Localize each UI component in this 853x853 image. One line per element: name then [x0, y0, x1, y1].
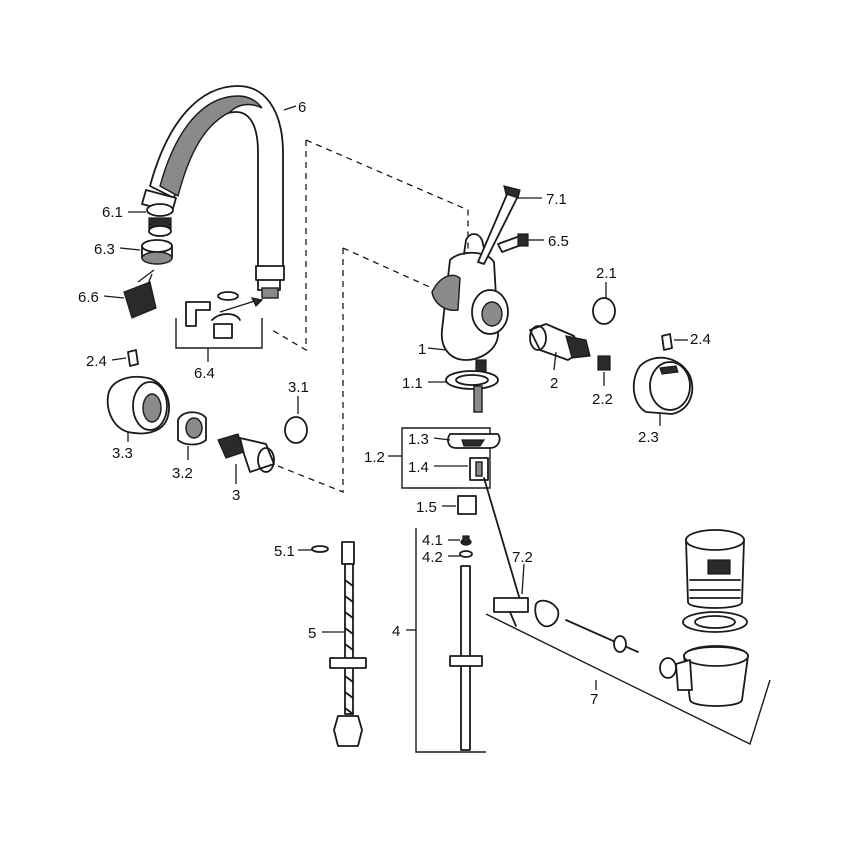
callout-6: 6: [298, 99, 306, 116]
aerator-parts-6-1-6-3-6-6: [123, 203, 174, 319]
callout-7-1: 7.1: [546, 191, 567, 208]
callout-2-3: 2.3: [638, 429, 659, 446]
callout-3-1: 3.1: [288, 379, 309, 396]
handle-part-2-3: [632, 356, 694, 415]
callout-6-5: 6.5: [548, 233, 569, 250]
sleeve-part-3-2: [177, 411, 207, 446]
callout-3: 3: [232, 487, 240, 504]
adapter-part-2-2: [597, 355, 611, 371]
callout-labels: 6 6.1 6.3 6.6 6.4 7.1 6.5 2.1 2.4 2.4 1 …: [78, 99, 711, 708]
callout-2-1: 2.1: [596, 265, 617, 282]
callout-1-5: 1.5: [416, 499, 437, 516]
callout-1-4: 1.4: [408, 459, 429, 476]
disc-part-2-1: [592, 297, 616, 325]
callout-leader-lines: [103, 105, 688, 690]
callout-6-6: 6.6: [78, 289, 99, 306]
callout-4-2: 4.2: [422, 549, 443, 566]
callout-6-1: 6.1: [102, 204, 123, 221]
hose-part-4: [415, 528, 486, 753]
callout-7: 7: [590, 691, 598, 708]
lift-rod-part-7-1: [477, 185, 521, 265]
callout-5: 5: [308, 625, 316, 642]
hose-part-5: [311, 541, 367, 747]
callout-6-3: 6.3: [94, 241, 115, 258]
handle-part-3-3: [106, 375, 170, 435]
callout-3-3: 3.3: [112, 445, 133, 462]
spout-part-6: [141, 85, 285, 299]
callout-6-4: 6.4: [194, 365, 215, 382]
callout-1-1: 1.1: [402, 375, 423, 392]
screw-part-2-4-left: [127, 349, 139, 367]
cartridge-part-2: [529, 323, 591, 361]
callout-2-2: 2.2: [592, 391, 613, 408]
washer-part-1-1: [445, 370, 499, 413]
callout-2-4-right: 2.4: [690, 331, 711, 348]
screw-part-2-4-right: [661, 333, 673, 351]
screw-part-6-5: [497, 233, 529, 253]
clip-parts-6-4: [175, 291, 264, 349]
callout-2-4-left: 2.4: [86, 353, 107, 370]
callout-2: 2: [550, 375, 558, 392]
drain-set-part-7: [485, 529, 771, 745]
callout-1: 1: [418, 341, 426, 358]
pop-up-rod-part-7-2: [483, 477, 529, 627]
cartridge-part-3: [217, 433, 275, 473]
callout-7-2: 7.2: [512, 549, 533, 566]
callout-1-3: 1.3: [408, 431, 429, 448]
callout-5-1: 5.1: [274, 543, 295, 560]
fixing-set-part-1-2: [401, 427, 501, 515]
callout-3-2: 3.2: [172, 465, 193, 482]
callout-4: 4: [392, 623, 400, 640]
callout-1-2: 1.2: [364, 449, 385, 466]
mixer-body-part-1: [431, 233, 509, 375]
callout-4-1: 4.1: [422, 532, 443, 549]
disc-part-3-1: [284, 416, 308, 444]
